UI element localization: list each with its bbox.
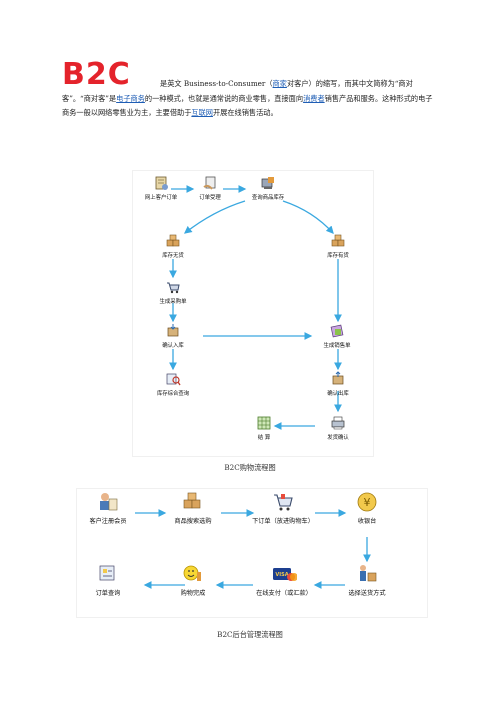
arrow-3 [183, 200, 246, 234]
node-out-of-stock: 库存无货 [155, 233, 191, 259]
shopping-flow-diagram: 网上客户订单 订单受理 查询商品库存 库存无货 库存有货 生成采购单 确认入库 [132, 170, 374, 457]
user-register-icon [100, 493, 118, 511]
arrow-4 [282, 200, 334, 234]
node2-done: 购物完成 [169, 563, 217, 597]
intro-text-1: 是英文 Business-to-Consumer（ [160, 79, 273, 88]
shopping-cart-icon [274, 494, 293, 511]
node-stock-query: 库存综合查询 [151, 371, 195, 397]
intro-paragraph: 是英文 Business-to-Consumer（商家对客户）的缩写，而其中文简… [62, 76, 438, 121]
node2-checkout: ¥ 收银台 [343, 491, 391, 525]
intro-text-5: 开展在线销售活动。 [212, 108, 278, 117]
ledger-icon [257, 416, 271, 430]
flow-arrows [169, 185, 342, 430]
link-ecommerce[interactable]: 电子商务 [116, 93, 145, 103]
node-settle: 结 算 [251, 415, 277, 441]
node2-pay: VISA 在线支付（或汇款） [249, 563, 319, 597]
smiley-icon [183, 565, 201, 581]
intro-text-3: 的一种模式，也就是通常说的商业零售，直接面向 [144, 93, 304, 103]
node-check-stock: 查询商品库存 [245, 175, 291, 201]
node2-register: 客户注册会员 [81, 491, 135, 525]
b2c-logo-title: B2C [62, 57, 131, 92]
document-pen-icon [155, 176, 168, 190]
invoice-icon [330, 324, 344, 338]
credit-card-icon: VISA [273, 568, 297, 581]
delivery-person-icon [360, 565, 377, 582]
node2-order-query: 订单查询 [81, 563, 135, 597]
boxes-icon [331, 234, 345, 247]
node2-ship-method: 选择送货方式 [339, 563, 395, 597]
printer-icon [331, 416, 345, 430]
node-gen-purchase: 生成采购单 [153, 279, 193, 305]
link-internet[interactable]: 互联网 [191, 108, 213, 117]
link-merchant[interactable]: 商家 [272, 79, 287, 88]
box-out-icon [332, 371, 344, 385]
node2-browse: 商品搜索选购 [165, 491, 221, 525]
node-confirm-in: 确认入库 [155, 323, 191, 349]
svg-text:VISA: VISA [275, 572, 288, 578]
magnifier-report-icon [166, 373, 181, 386]
figure1-caption: B2C购物流程图 [224, 463, 276, 472]
figure2-caption: B2C后台管理流程图 [217, 630, 283, 639]
node-in-stock: 库存有货 [320, 233, 356, 259]
backend-flow-diagram: 客户注册会员 商品搜索选购 下订单（放进购物车） ¥ 收银台 订单查询 购物完成… [76, 488, 428, 618]
hand-document-icon [203, 176, 216, 190]
intro-text-4: 销售产品和服务。这种形式的电子商务一般以网络零售业为主，主要借助于 [62, 93, 433, 118]
node2-place-order: 下订单（放进购物车） [245, 491, 321, 525]
svg-text:¥: ¥ [364, 496, 371, 509]
box-in-icon [167, 324, 179, 337]
computer-stock-icon [261, 177, 274, 189]
cart-icon [167, 282, 180, 294]
node-online-order: 网上客户订单 [141, 175, 181, 201]
node-confirm-out: 确认出库 [320, 371, 356, 397]
products-icon [183, 492, 201, 509]
link-consumer[interactable]: 消费者 [303, 93, 325, 103]
order-list-icon [99, 565, 115, 581]
flow-arrows-2 [135, 509, 371, 589]
node-ship-confirm: 发货确认 [318, 415, 358, 441]
node-gen-sales: 生成销售单 [315, 323, 359, 349]
boxes-icon [166, 234, 180, 247]
node-order-process: 订单受理 [193, 175, 227, 201]
yen-coin-icon: ¥ [357, 492, 377, 512]
intro-text-2: 对客户）的缩写，而其中文简称为“商对客”。“商对客”是 [62, 79, 413, 103]
